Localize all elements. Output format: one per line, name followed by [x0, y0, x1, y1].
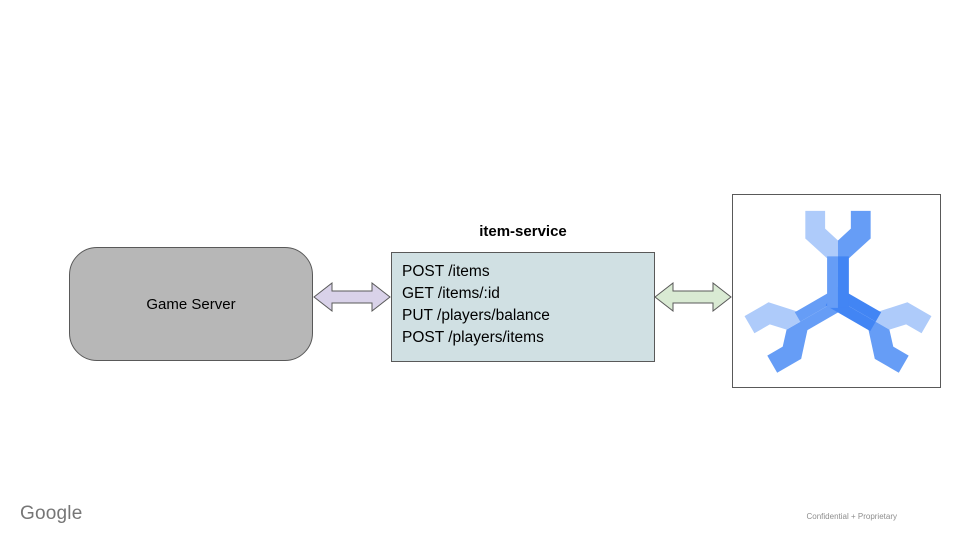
wrench-head-face	[873, 302, 932, 334]
endpoint-get-item: GET /items/:id	[402, 285, 500, 302]
endpoint-post-items: POST /items	[402, 263, 490, 280]
item-service-box[interactable]: POST /items GET /items/:id PUT /players/…	[391, 252, 655, 362]
wrench-stem-face	[837, 256, 849, 308]
game-server-label: Game Server	[146, 295, 236, 313]
double-arrow-shape	[654, 282, 732, 312]
google-logo: Google	[20, 503, 83, 524]
wrench-head-face	[767, 320, 808, 373]
arrow-game-to-service[interactable]	[313, 282, 391, 312]
endpoint-post-player-item: POST /players/items	[402, 329, 544, 346]
cloud-spanner-icon	[744, 210, 932, 373]
wrench-head-face	[868, 320, 909, 373]
game-server-box[interactable]: Game Server	[69, 247, 313, 361]
double-arrow-shape	[313, 282, 391, 312]
wrench-head-face	[744, 302, 802, 334]
arrow-service-to-spanner[interactable]	[654, 282, 732, 312]
wrench-head-face	[837, 210, 871, 259]
endpoint-put-balance: PUT /players/balance	[402, 307, 550, 324]
spanner-icon-box[interactable]	[732, 194, 941, 388]
wrench-stem-face	[827, 256, 838, 308]
wrench-head-face	[805, 210, 838, 259]
confidential-note: Confidential + Proprietary	[806, 512, 898, 521]
item-service-title: item-service	[479, 223, 567, 240]
spanner-arm-top	[805, 210, 871, 308]
